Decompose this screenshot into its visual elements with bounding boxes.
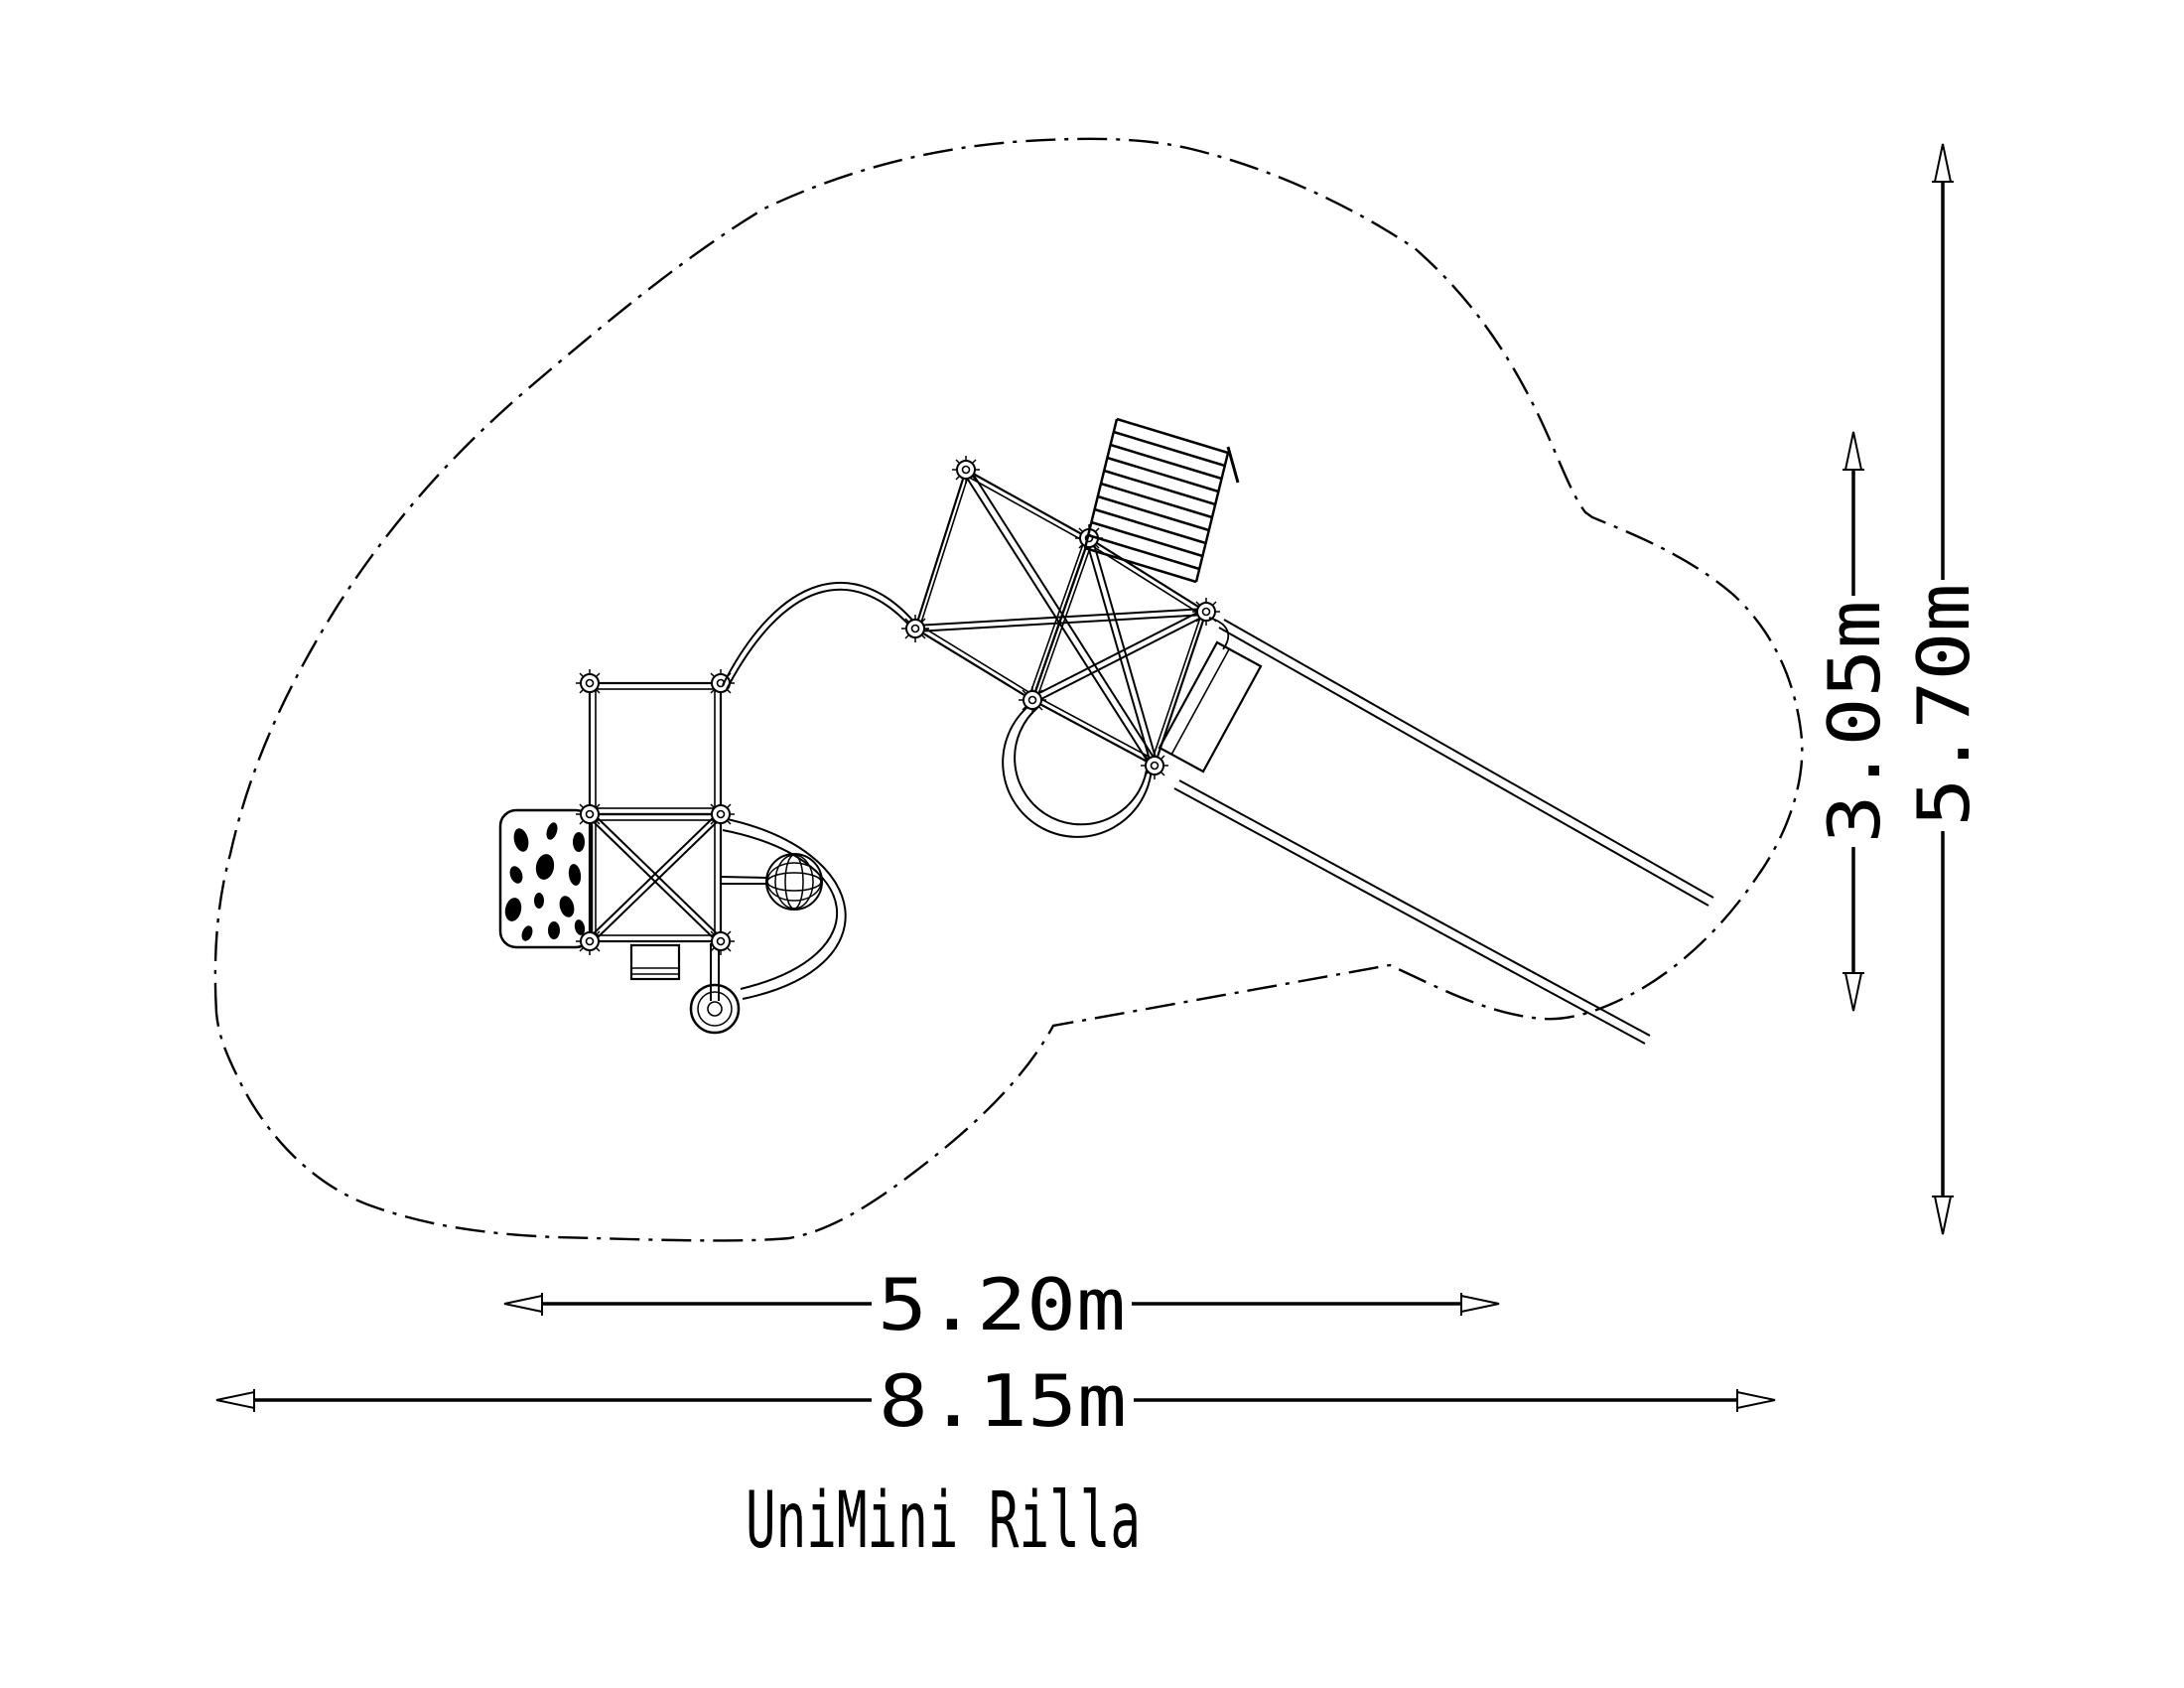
- dimension-width-outer-label: 8.15m: [879, 1359, 1127, 1443]
- frame-node: [1140, 751, 1169, 780]
- safety-area-boundary: [213, 137, 1804, 1242]
- arrow-left-icon: [503, 1293, 543, 1316]
- lower-platform-frame: [588, 812, 723, 943]
- arrow-down-icon: [1932, 1196, 1954, 1235]
- arrow-up-icon: [1932, 143, 1954, 183]
- frame-node: [575, 799, 605, 829]
- banister-arc: [722, 817, 847, 1000]
- dimension-height-inner-label: 3.05m: [1813, 601, 1896, 844]
- arrow-up-icon: [1843, 431, 1864, 471]
- frame-node: [706, 926, 736, 956]
- slide-rails: [1173, 619, 1714, 1045]
- left-tower: [498, 668, 847, 1035]
- fireman-pole: [689, 943, 741, 1035]
- entry-step: [629, 943, 681, 981]
- frame-node: [1191, 597, 1221, 627]
- frame-node: [575, 668, 605, 698]
- banister-arc: [1002, 702, 1153, 838]
- frame-node: [951, 455, 981, 485]
- frame-node: [1018, 685, 1047, 715]
- climbing-ladder: [1083, 417, 1240, 584]
- dimension-width-inner-label: 5.20m: [878, 1263, 1126, 1346]
- dimension-width-inner: 5.20m: [503, 1263, 1500, 1346]
- climbing-ball: [720, 853, 823, 911]
- product-title: UniMini Rilla: [746, 1477, 1141, 1566]
- climbing-holds: [504, 822, 586, 941]
- arrow-right-icon: [1736, 1389, 1776, 1412]
- bridge-rail: [722, 581, 918, 690]
- ladder-rungs: [1084, 417, 1229, 584]
- arrow-down-icon: [1843, 972, 1864, 1012]
- arrow-left-icon: [215, 1389, 255, 1412]
- slide: [1158, 617, 1714, 1045]
- right-tower: [900, 455, 1221, 838]
- frame-node: [575, 926, 605, 956]
- frame-node: [900, 614, 930, 643]
- upper-platform-frame: [588, 681, 723, 816]
- dimension-height-outer-label: 5.70m: [1902, 584, 1985, 827]
- dimension-height-inner: 3.05m: [1813, 431, 1896, 1012]
- climbing-wall: [498, 808, 594, 949]
- x-brace: [589, 813, 722, 942]
- dimension-width-outer: 8.15m: [215, 1359, 1776, 1443]
- frame-node: [706, 799, 736, 829]
- x-brace: [914, 467, 1208, 769]
- slide-entry: [1158, 617, 1263, 774]
- dimension-height-outer: 5.70m: [1902, 143, 1985, 1235]
- arrow-right-icon: [1460, 1293, 1500, 1316]
